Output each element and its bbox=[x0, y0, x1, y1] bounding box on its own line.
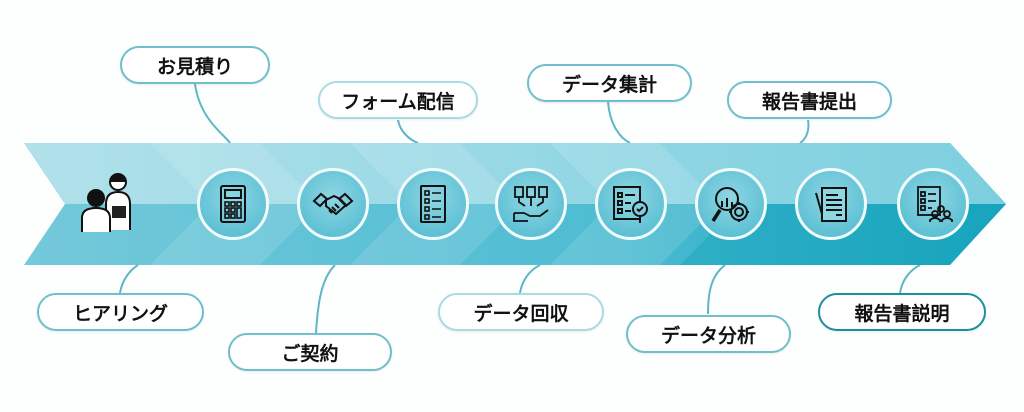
step-icon-handshake bbox=[297, 168, 369, 240]
people-meeting-icon bbox=[81, 173, 131, 232]
step-icon-checklist bbox=[397, 168, 469, 240]
step-icon-report-meeting bbox=[897, 168, 969, 240]
step-label-houkokusho-teishutsu: 報告書提出 bbox=[727, 81, 892, 119]
step-label-houkokusho-setsumei: 報告書説明 bbox=[818, 293, 986, 331]
step-label-data-kaishu: データ回収 bbox=[438, 293, 604, 331]
report-meeting-icon bbox=[917, 186, 953, 222]
step-icon-analysis bbox=[695, 168, 767, 240]
checklist-search-icon bbox=[613, 186, 648, 223]
documents-icon bbox=[815, 187, 847, 222]
connector-setsumei bbox=[899, 264, 921, 294]
step-icon-checklist-search bbox=[595, 168, 667, 240]
analysis-gear-icon bbox=[711, 187, 749, 222]
step-label-hearing: ヒアリング bbox=[37, 293, 204, 331]
connector-shukei bbox=[607, 101, 631, 144]
connector-form bbox=[397, 119, 419, 144]
step-icon-calculator bbox=[197, 168, 269, 240]
step-label-keiyaku: ご契約 bbox=[228, 333, 392, 371]
step-label-data-shukei: データ集計 bbox=[527, 64, 692, 102]
step-label-omitsumori: お見積り bbox=[120, 46, 270, 84]
connector-kaishu bbox=[519, 264, 541, 294]
connector-keiyaku bbox=[315, 264, 336, 334]
step-icon-documents bbox=[795, 168, 867, 240]
connector-teishutsu bbox=[799, 119, 810, 144]
checklist-icon bbox=[420, 185, 446, 223]
connector-omitsumori bbox=[194, 83, 231, 144]
connector-bunseki bbox=[707, 264, 726, 315]
calculator-icon bbox=[220, 185, 246, 223]
data-collection-icon bbox=[513, 186, 549, 222]
step-label-data-bunseki: データ分析 bbox=[626, 315, 791, 353]
handshake-icon bbox=[312, 192, 354, 216]
step-icon-data-collection bbox=[495, 168, 567, 240]
step-label-form-haishin: フォーム配信 bbox=[318, 81, 478, 119]
connector-hearing bbox=[119, 264, 139, 294]
